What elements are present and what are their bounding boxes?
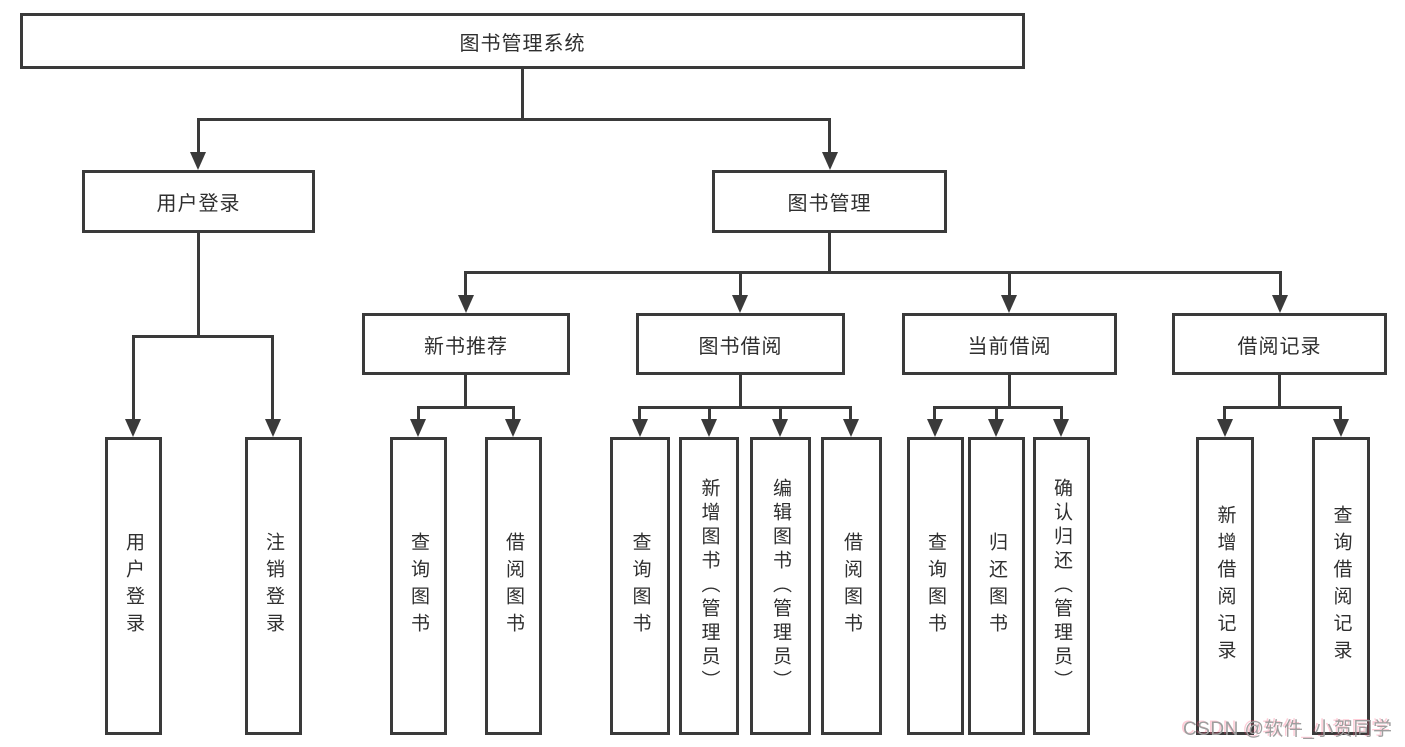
connector-new-book-hline <box>417 406 515 409</box>
leaf-confirm-return-admin: 确认归还（管理员） <box>1033 437 1090 735</box>
arrowhead-down-icon <box>822 152 838 170</box>
connector-root-hline <box>197 118 831 121</box>
arrowhead-down-icon <box>410 419 426 437</box>
connector-borrow-record-hline <box>1223 406 1342 409</box>
connector-current-borrow-hline <box>933 406 1063 409</box>
leaf-add-borrow-record: 新增借阅记录 <box>1196 437 1254 735</box>
connector-stem <box>1060 406 1063 419</box>
leaf-query-borrow-record: 查询借阅记录 <box>1312 437 1370 735</box>
leaf-return-book: 归还图书 <box>968 437 1025 735</box>
arrowhead-down-icon <box>843 419 859 437</box>
arrowhead-down-icon <box>632 419 648 437</box>
leaf-query-book: 查询图书 <box>390 437 447 735</box>
connector-stem <box>828 118 831 152</box>
connector-stem <box>638 406 641 419</box>
connector-stem <box>417 406 420 419</box>
arrowhead-down-icon <box>265 419 281 437</box>
arrowhead-down-icon <box>1217 419 1233 437</box>
arrowhead-down-icon <box>1053 419 1069 437</box>
leaf-add-book-admin: 新增图书（管理员） <box>679 437 739 735</box>
connector-stem <box>933 406 936 419</box>
node-book-borrow: 图书借阅 <box>636 313 845 375</box>
node-book-mgmt: 图书管理 <box>712 170 947 233</box>
arrowhead-down-icon <box>458 295 474 313</box>
connector-stem <box>1339 406 1342 419</box>
arrowhead-down-icon <box>505 419 521 437</box>
node-root: 图书管理系统 <box>20 13 1025 69</box>
arrowhead-down-icon <box>772 419 788 437</box>
arrowhead-down-icon <box>125 419 141 437</box>
connector-user-login-trunk <box>197 233 200 335</box>
arrowhead-down-icon <box>190 152 206 170</box>
connector-user-login-hline <box>132 335 273 338</box>
node-new-book: 新书推荐 <box>362 313 570 375</box>
connector-stem <box>132 335 135 419</box>
connector-stem <box>779 406 782 419</box>
connector-stem <box>464 271 467 295</box>
leaf-logout: 注销登录 <box>245 437 302 735</box>
connector-book-borrow-hline <box>638 406 852 409</box>
connector-stem <box>271 335 274 419</box>
connector-stem <box>1008 271 1011 295</box>
leaf-edit-book-admin: 编辑图书（管理员） <box>750 437 811 735</box>
connector-stem <box>1279 271 1282 295</box>
csdn-watermark: CSDN @软件_小贺同学 <box>1183 719 1393 740</box>
arrowhead-down-icon <box>701 419 717 437</box>
connector-book-borrow-trunk <box>739 375 742 406</box>
connector-book-mgmt-trunk <box>828 233 831 271</box>
connector-stem <box>995 406 998 419</box>
connector-stem <box>849 406 852 419</box>
connector-stem <box>1223 406 1226 419</box>
node-current-borrow: 当前借阅 <box>902 313 1117 375</box>
leaf-borrow-book: 借阅图书 <box>485 437 542 735</box>
connector-borrow-record-trunk <box>1278 375 1281 406</box>
arrowhead-down-icon <box>732 295 748 313</box>
connector-root-trunk <box>521 69 524 118</box>
leaf-borrow-book: 借阅图书 <box>821 437 882 735</box>
connector-stem <box>512 406 515 419</box>
arrowhead-down-icon <box>927 419 943 437</box>
connector-stem <box>708 406 711 419</box>
leaf-user-login: 用户登录 <box>105 437 162 735</box>
connector-current-borrow-trunk <box>1008 375 1011 406</box>
arrowhead-down-icon <box>1333 419 1349 437</box>
connector-stem <box>739 271 742 295</box>
leaf-query-book: 查询图书 <box>610 437 670 735</box>
arrowhead-down-icon <box>988 419 1004 437</box>
node-user-login: 用户登录 <box>82 170 315 233</box>
arrowhead-down-icon <box>1001 295 1017 313</box>
connector-book-mgmt-hline <box>466 271 1282 274</box>
connector-new-book-trunk <box>464 375 467 406</box>
leaf-query-book: 查询图书 <box>907 437 964 735</box>
node-borrow-record: 借阅记录 <box>1172 313 1387 375</box>
arrowhead-down-icon <box>1272 295 1288 313</box>
connector-stem <box>197 118 200 152</box>
